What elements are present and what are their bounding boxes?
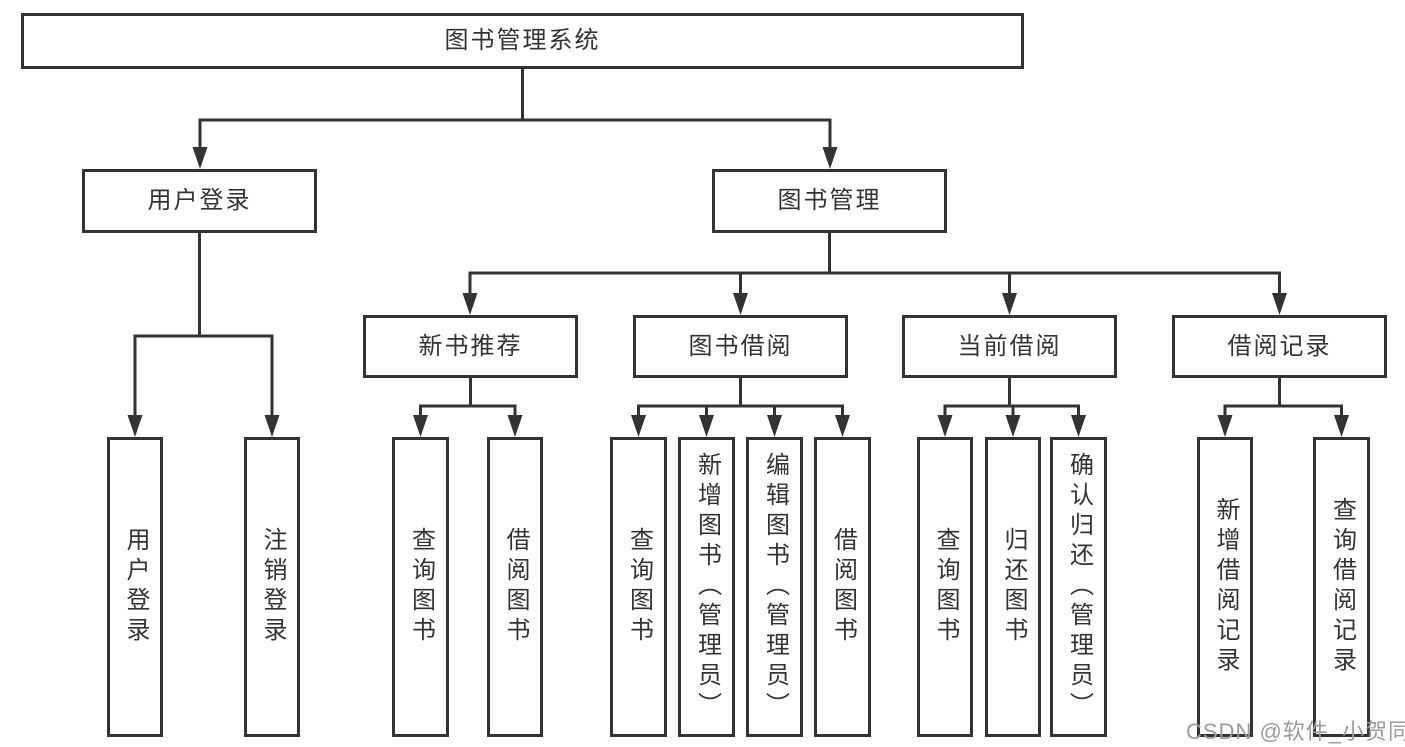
leaf-user-login: 用户登录 — [107, 437, 163, 737]
connector-new-book-children — [413, 378, 523, 437]
node-library-system-root: 图书管理系统 — [21, 13, 1024, 69]
leaf-query-borrow-record: 查询借阅记录 — [1313, 437, 1370, 737]
leaf-query-books-current: 查询图书 — [917, 437, 973, 737]
node-borrowing-records: 借阅记录 — [1172, 315, 1387, 378]
leaf-borrow-books-recommend: 借阅图书 — [487, 437, 543, 737]
node-book-borrowing: 图书借阅 — [633, 315, 848, 378]
leaf-query-books-borrowing: 查询图书 — [610, 437, 667, 737]
node-current-borrowing: 当前借阅 — [902, 315, 1117, 378]
leaf-return-books: 归还图书 — [985, 437, 1041, 737]
node-book-management: 图书管理 — [712, 169, 947, 233]
connector-borrow-records-children — [1217, 378, 1349, 437]
leaf-add-borrow-record: 新增借阅记录 — [1197, 437, 1253, 737]
connector-user-login-children — [127, 233, 280, 437]
leaf-add-books-admin: 新增图书（管理员） — [678, 437, 735, 737]
connector-book-borrow-children — [631, 378, 850, 437]
leaf-borrow-books-borrowing: 借阅图书 — [814, 437, 871, 737]
connector-current-borrow-children — [937, 378, 1086, 437]
node-new-book-recommend: 新书推荐 — [363, 315, 578, 378]
leaf-query-books-recommend: 查询图书 — [392, 437, 449, 737]
connector-book-mgmt-children — [462, 233, 1287, 315]
leaf-logout-login: 注销登录 — [244, 437, 300, 737]
node-user-login: 用户登录 — [82, 169, 317, 233]
csdn-watermark: CSDN @软件_小贺同学 — [1186, 719, 1405, 744]
connector-root-to-level2 — [192, 69, 838, 169]
leaf-edit-books-admin: 编辑图书（管理员） — [746, 437, 803, 737]
leaf-confirm-return-admin: 确认归还（管理员） — [1050, 437, 1107, 737]
